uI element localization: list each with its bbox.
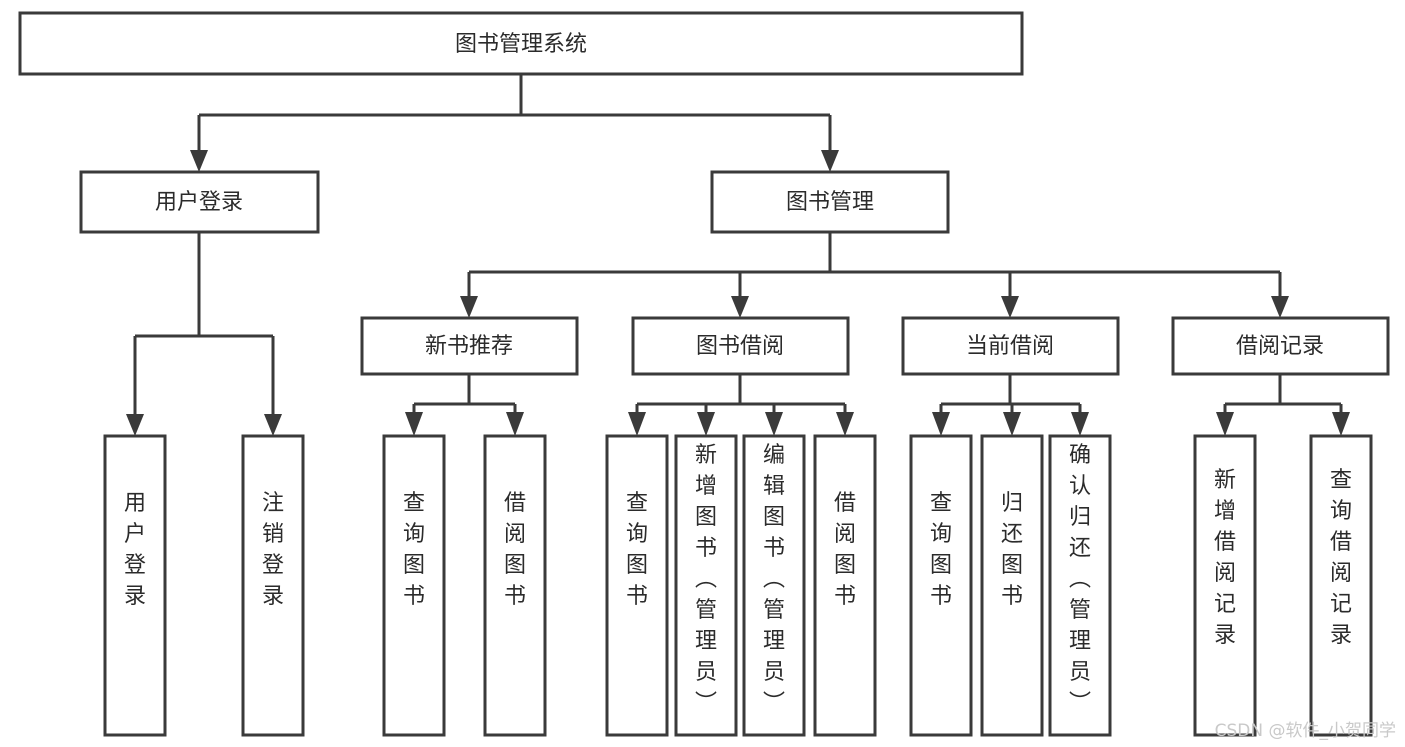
node-leaf-add-book-label: 新增图书︵管理员︶ — [695, 443, 717, 716]
node-leaf-query-book-2-box[interactable] — [605, 434, 669, 737]
arrow-head-borrow-record — [1271, 296, 1289, 318]
node-leaf-edit-book[interactable]: 编辑图书︵管理员︶ — [742, 434, 806, 737]
node-root-box[interactable] — [18, 11, 1024, 76]
node-leaf-borrow-book-1[interactable]: 借阅图书 — [483, 434, 547, 737]
node-leaf-borrow-book-2[interactable]: 借阅图书 — [813, 434, 877, 737]
node-leaf-confirm-return-box[interactable] — [1048, 434, 1112, 737]
node-borrow-record-box[interactable] — [1171, 316, 1390, 376]
arrow-head-leaf-query-book-2 — [628, 412, 646, 436]
node-book-manage-label: 图书管理 — [786, 190, 874, 215]
arrow-head-leaf-query-record — [1332, 412, 1350, 436]
node-leaf-query-book-1[interactable]: 查询图书 — [382, 434, 446, 737]
node-root-label: 图书管理系统 — [455, 32, 587, 57]
node-leaf-user-login-box[interactable] — [103, 434, 167, 737]
node-leaf-query-record-label: 查询借阅记录 — [1330, 468, 1352, 648]
node-root[interactable]: 图书管理系统 — [18, 11, 1024, 76]
node-leaf-add-record-box[interactable] — [1193, 434, 1257, 737]
node-book-borrow-box[interactable] — [631, 316, 850, 376]
arrow-head-leaf-borrow-book-2 — [836, 412, 854, 436]
arrow-head-leaf-edit-book — [765, 412, 783, 436]
node-book-manage[interactable]: 图书管理 — [710, 170, 950, 234]
node-book-manage-box[interactable] — [710, 170, 950, 234]
node-leaf-query-book-2-label: 查询图书 — [626, 491, 648, 609]
arrow-head-leaf-logout-login — [264, 414, 282, 436]
node-leaf-logout-login[interactable]: 注销登录 — [241, 434, 305, 737]
node-leaf-confirm-return-label: 确认归还︵管理员︶ — [1069, 443, 1091, 716]
arrow-head-leaf-confirm-return — [1071, 412, 1089, 436]
node-leaf-query-book-3-label: 查询图书 — [930, 491, 952, 609]
node-current-borrow-label: 当前借阅 — [966, 334, 1054, 359]
connector-layer — [126, 74, 1350, 436]
arrow-head-current-borrow — [1001, 296, 1019, 318]
node-leaf-borrow-book-1-box[interactable] — [483, 434, 547, 737]
node-leaf-borrow-book-2-box[interactable] — [813, 434, 877, 737]
arrow-head-new-book-recommend — [460, 296, 478, 318]
node-leaf-logout-login-label: 注销登录 — [262, 491, 284, 609]
node-leaf-query-book-1-label: 查询图书 — [403, 491, 425, 609]
node-leaf-confirm-return[interactable]: 确认归还︵管理员︶ — [1048, 434, 1112, 737]
node-borrow-record[interactable]: 借阅记录 — [1171, 316, 1390, 376]
arrow-head-leaf-return-book — [1003, 412, 1021, 436]
arrow-head-leaf-user-login — [126, 414, 144, 436]
arrow-head-book-manage — [821, 150, 839, 172]
node-leaf-add-book-box[interactable] — [674, 434, 738, 737]
node-leaf-logout-login-box[interactable] — [241, 434, 305, 737]
node-leaf-borrow-book-1-label: 借阅图书 — [504, 491, 526, 609]
arrow-head-leaf-borrow-book-1 — [506, 412, 524, 436]
node-book-borrow-label: 图书借阅 — [696, 334, 784, 359]
node-leaf-return-book-label: 归还图书 — [1001, 491, 1023, 609]
node-leaf-query-record-box[interactable] — [1309, 434, 1373, 737]
node-leaf-user-login[interactable]: 用户登录 — [103, 434, 167, 737]
node-new-book-recommend-label: 新书推荐 — [425, 334, 513, 359]
node-leaf-query-book-3-box[interactable] — [909, 434, 973, 737]
arrow-head-leaf-query-book-1 — [405, 412, 423, 436]
arrow-head-leaf-add-record — [1216, 412, 1234, 436]
node-leaf-return-book[interactable]: 归还图书 — [980, 434, 1044, 737]
node-leaf-query-book-2[interactable]: 查询图书 — [605, 434, 669, 737]
node-new-book-recommend-box[interactable] — [360, 316, 579, 376]
node-leaf-query-record[interactable]: 查询借阅记录 — [1309, 434, 1373, 737]
node-leaf-add-book[interactable]: 新增图书︵管理员︶ — [674, 434, 738, 737]
node-user-login-box[interactable] — [79, 170, 320, 234]
node-new-book-recommend[interactable]: 新书推荐 — [360, 316, 579, 376]
node-borrow-record-label: 借阅记录 — [1236, 334, 1324, 359]
node-leaf-query-book-3[interactable]: 查询图书 — [909, 434, 973, 737]
arrow-head-user-login — [190, 150, 208, 172]
node-leaf-add-record[interactable]: 新增借阅记录 — [1193, 434, 1257, 737]
arrow-head-leaf-add-book — [697, 412, 715, 436]
node-user-login[interactable]: 用户登录 — [79, 170, 320, 234]
node-leaf-borrow-book-2-label: 借阅图书 — [834, 491, 856, 609]
node-book-borrow[interactable]: 图书借阅 — [631, 316, 850, 376]
arrow-head-leaf-query-book-3 — [932, 412, 950, 436]
node-leaf-user-login-label: 用户登录 — [124, 491, 146, 609]
node-leaf-edit-book-label: 编辑图书︵管理员︶ — [763, 443, 785, 716]
arrow-head-book-borrow — [731, 296, 749, 318]
node-leaf-return-book-box[interactable] — [980, 434, 1044, 737]
node-leaf-add-record-label: 新增借阅记录 — [1214, 468, 1236, 648]
node-current-borrow-box[interactable] — [901, 316, 1120, 376]
node-current-borrow[interactable]: 当前借阅 — [901, 316, 1120, 376]
node-leaf-query-book-1-box[interactable] — [382, 434, 446, 737]
csdn-watermark: CSDN @软件_小贺同学 — [1215, 721, 1396, 741]
node-leaf-edit-book-box[interactable] — [742, 434, 806, 737]
node-user-login-label: 用户登录 — [155, 190, 243, 215]
